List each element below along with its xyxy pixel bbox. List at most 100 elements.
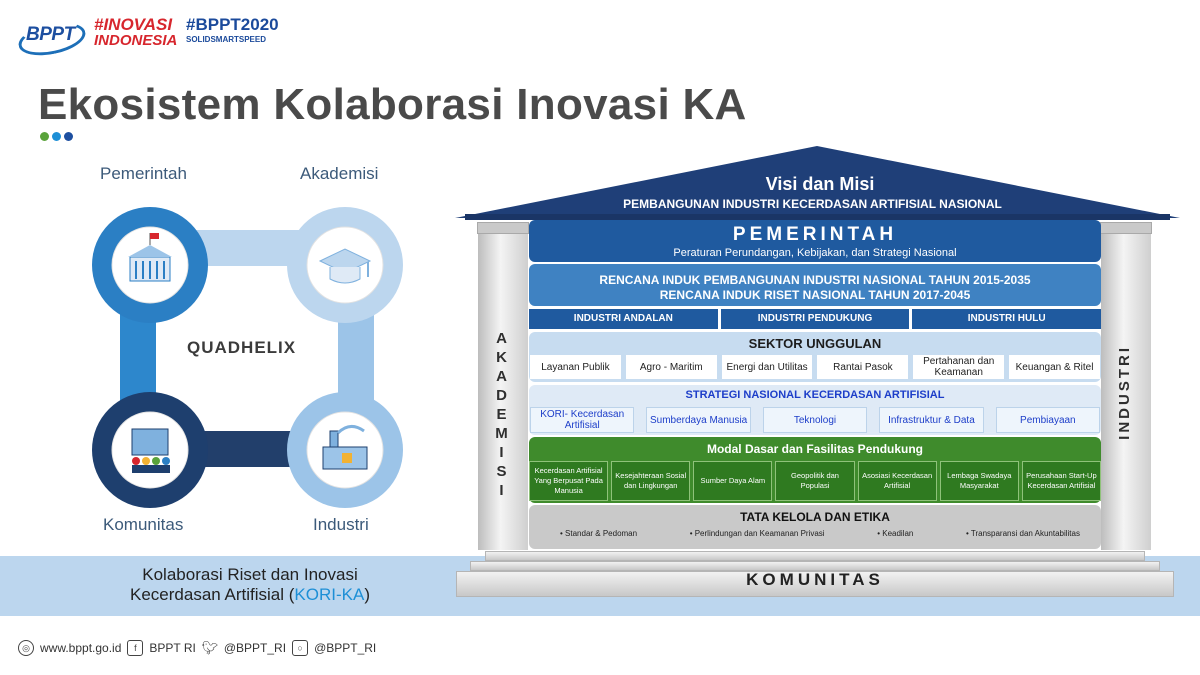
strategi-item: Teknologi [762, 407, 868, 433]
modal-dasar-row: Kecerdasan Artifisial Yang Berpusat Pada… [529, 461, 1101, 501]
sektor-item: Pertahanan dan Keamanan [913, 355, 1005, 379]
strategi-item: Pembiayaan [995, 407, 1101, 433]
modal-item: Sumber Daya Alam [693, 461, 773, 501]
bppt2020-logo: #BPPT2020 SOLIDSMARTSPEED [186, 15, 279, 52]
title-dots [40, 132, 73, 141]
pillar-label-akademisi-text: AKADEMISI [493, 330, 510, 501]
twitter-icon: 🐦︎ [201, 640, 219, 655]
house-roof [455, 146, 1180, 220]
graduation-cap-icon [318, 248, 372, 284]
bppt-logo-text: BPPT [26, 24, 75, 45]
inovasi-logo-line2: INDONESIA [94, 32, 178, 49]
pillar-label-industri: INDUSTRI [1116, 345, 1136, 440]
quadhelix-label-komunitas: Komunitas [103, 515, 184, 534]
industri-andalan: INDUSTRI ANDALAN [529, 309, 718, 329]
community-people-icon [131, 428, 170, 473]
left-pillar [478, 234, 528, 550]
sektor-item: Layanan Publik [530, 355, 621, 379]
right-pillar-cap [1100, 222, 1152, 234]
government-building-icon [128, 233, 172, 282]
right-pillar [1101, 234, 1151, 550]
tata-item-text: Perlindungan dan Keamanan Privasi [694, 529, 825, 538]
rencana-induk-text: RENCANA INDUK PEMBANGUNAN INDUSTRI NASIO… [529, 273, 1101, 303]
quadhelix-label-industri: Industri [313, 515, 369, 534]
bppt2020-logo-line2: SOLIDSMARTSPEED [186, 35, 267, 44]
modal-item: Kecerdasan Artifisial Yang Berpusat Pada… [529, 461, 609, 501]
dot-blue [52, 132, 61, 141]
rencana-induk-line2: RENCANA INDUK RISET NASIONAL TAHUN 2017-… [659, 288, 971, 302]
base-step-3 [456, 571, 1174, 597]
roof-subtitle: PEMBANGUNAN INDUSTRI KECERDASAN ARTIFISI… [623, 197, 1002, 211]
sektor-unggulan-title: SEKTOR UNGGULAN [748, 336, 882, 351]
modal-item: Kesejahteraan Sosial dan Lingkungan [611, 461, 691, 501]
left-pillar-cap [477, 222, 529, 234]
tata-item: • Transparansi dan Akuntabilitas [965, 529, 1080, 538]
base-step-2 [470, 561, 1160, 571]
sektor-unggulan-block [529, 332, 1101, 382]
modal-dasar-title: Modal Dasar dan Fasilitas Pendukung [706, 442, 924, 456]
factory-icon [322, 425, 368, 470]
globe-icon: ◎ [18, 640, 34, 656]
base-step-1 [485, 551, 1145, 561]
inovasi-indonesia-logo: #INOVASI INDONESIA [94, 16, 184, 52]
quadhelix-diagram [92, 207, 403, 508]
strategi-item: Infrastruktur & Data [879, 407, 984, 433]
strategi-item: KORI- Kecerdasan Artifisial [530, 407, 635, 433]
rencana-induk-block [529, 264, 1101, 306]
quadhelix-label-akademisi: Akademisi [300, 164, 379, 183]
tata-item-text: Transparansi dan Akuntabilitas [970, 529, 1080, 538]
tata-kelola-block [529, 505, 1101, 549]
instagram-icon: ○ [292, 640, 309, 656]
sektor-item: Energi dan Utilitas [721, 355, 813, 379]
tata-item: • Standar & Pedoman [560, 529, 638, 538]
industri-row: INDUSTRI ANDALAN INDUSTRI PENDUKUNG INDU… [529, 309, 1102, 329]
inovasi-logo-line1: #INOVASI [94, 15, 173, 34]
bppt2020-logo-line1: #BPPT2020 [186, 15, 279, 34]
facebook-icon: f [127, 640, 144, 656]
tata-kelola-row: • Standar & Pedoman • Perlindungan dan K… [560, 529, 1080, 538]
modal-item: Geopolitik dan Populasi [775, 461, 855, 501]
tata-item: • Perlindungan dan Keamanan Privasi [689, 529, 825, 538]
strategi-nasional-title: STRATEGI NASIONAL KECERDASAN ARTIFISIAL [685, 389, 945, 401]
pillar-label-industri-text: INDUSTRI [1116, 345, 1133, 440]
kori-ka-highlight: KORI-KA [294, 585, 365, 604]
sektor-item: Agro - Maritim [625, 355, 717, 379]
quadhelix-label-pemerintah: Pemerintah [100, 164, 187, 183]
kori-ka-caption-prefix: Kecerdasan Artifisial ( [130, 585, 295, 604]
sektor-unggulan-row: Layanan Publik Agro - Maritim Energi dan… [530, 355, 1100, 379]
komunitas-label: KOMUNITAS [746, 570, 884, 589]
page-title: Ekosistem Kolaborasi Inovasi KA [38, 80, 747, 129]
quadhelix-center-label: QUADHELIX [187, 338, 297, 357]
pillar-label-akademisi: AKADEMISI [492, 330, 512, 501]
dot-green [40, 132, 49, 141]
footer: ◎ www.bppt.go.id f BPPT RI 🐦︎ @BPPT_RI ○… [18, 640, 376, 656]
tata-kelola-title: TATA KELOLA DAN ETIKA [740, 510, 890, 524]
modal-item: Asosiasi Kecerdasan Artifisial [857, 461, 937, 501]
industri-hulu: INDUSTRI HULU [912, 309, 1102, 329]
footer-twitter[interactable]: @BPPT_RI [223, 641, 287, 655]
tata-item-text: Keadilan [882, 529, 914, 538]
kori-ka-caption-suffix: ) [364, 585, 370, 604]
rencana-induk-line1: RENCANA INDUK PEMBANGUNAN INDUSTRI NASIO… [599, 273, 1031, 287]
pemerintah-block [529, 220, 1101, 262]
strategi-item: Sumberdaya Manusia [646, 407, 751, 433]
footer-website[interactable]: www.bppt.go.id [40, 641, 122, 655]
modal-item: Perusahaan Start-Up Kecerdasan Artifisia… [1021, 461, 1101, 501]
kori-ka-caption-line1: Kolaborasi Riset dan Inovasi [142, 565, 358, 584]
pemerintah-title: PEMERINTAH [732, 224, 898, 245]
dot-navy [64, 132, 73, 141]
pemerintah-subtitle: Peraturan Perundangan, Kebijakan, dan St… [673, 247, 957, 259]
roof-title: Visi dan Misi [765, 174, 875, 194]
footer-instagram[interactable]: @BPPT_RI [314, 641, 377, 655]
footer-facebook[interactable]: BPPT RI [149, 641, 196, 655]
modal-item: Lembaga Swadaya Masyarakat [939, 461, 1019, 501]
sektor-item: Rantai Pasok [817, 355, 909, 379]
industri-pendukung: INDUSTRI PENDUKUNG [720, 309, 910, 329]
kori-ka-caption: Kolaborasi Riset dan Inovasi Kecerdasan … [90, 565, 410, 605]
bppt-logo: BPPT [15, 14, 89, 61]
tata-item-text: Standar & Pedoman [565, 529, 638, 538]
sektor-item: Keuangan & Ritel [1009, 355, 1100, 379]
kori-ka-caption-line2: Kecerdasan Artifisial (KORI-KA) [90, 585, 410, 605]
tata-item: • Keadilan [877, 529, 914, 538]
strategi-nasional-row: KORI- Kecerdasan Artifisial Sumberdaya M… [530, 407, 1101, 433]
